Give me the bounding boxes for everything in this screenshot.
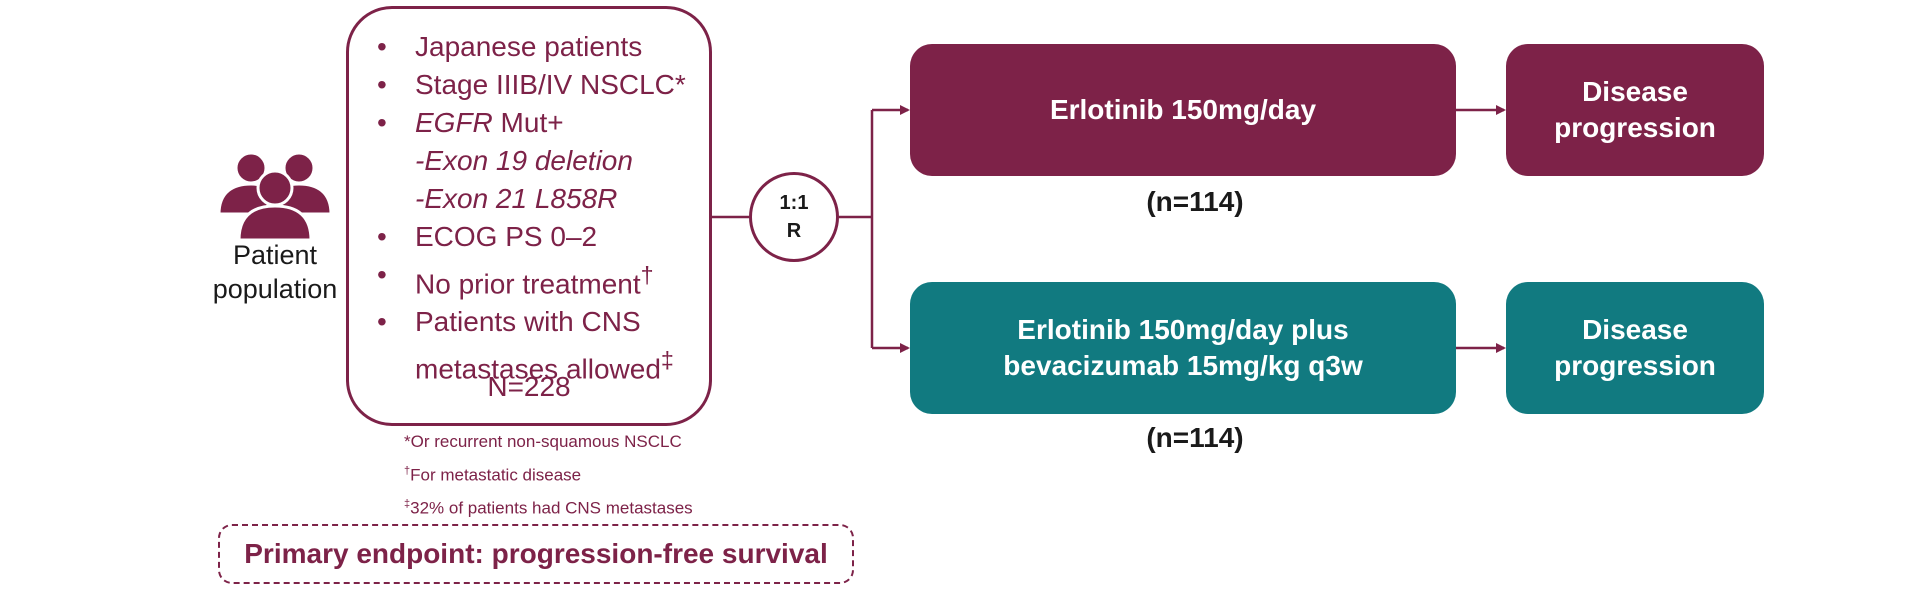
randomization-node: 1:1 R bbox=[749, 172, 839, 262]
criterion-japanese: • Japanese patients bbox=[373, 28, 713, 66]
inclusion-criteria-list: • Japanese patients • Stage IIIB/IV NSCLC*… bbox=[373, 28, 713, 389]
inclusion-criteria-box bbox=[346, 6, 712, 426]
randomization-label: R bbox=[786, 220, 802, 242]
patient-population-label: Patient population bbox=[195, 238, 355, 306]
bullet: • bbox=[377, 259, 387, 290]
footnotes: *Or recurrent non-squamous NSCLC †For me… bbox=[404, 428, 693, 523]
criterion-text: ECOG PS 0–2 bbox=[415, 221, 598, 252]
arm2-treatment-box: Erlotinib 150mg/day plus bevacizumab 15m… bbox=[910, 282, 1456, 414]
arm1-treatment-box: Erlotinib 150mg/day bbox=[910, 44, 1456, 176]
arm2-n: (n=114) bbox=[1146, 422, 1244, 453]
footnote-mark: ‡ bbox=[660, 347, 674, 374]
footnote-text: 32% of patients had CNS metastases bbox=[410, 498, 693, 518]
arm1-n: (n=114) bbox=[1146, 186, 1244, 217]
criterion-sub-exon21: -Exon 21 L858R bbox=[415, 183, 618, 214]
footnote-mark: ‡ bbox=[404, 497, 411, 510]
bullet: • bbox=[377, 31, 387, 62]
footnote-2: †For metastatic disease bbox=[404, 457, 693, 490]
footnote-1: *Or recurrent non-squamous NSCLC bbox=[404, 432, 682, 451]
criterion-text: Patients with CNS bbox=[415, 306, 641, 338]
criterion-stage: • Stage IIIB/IV NSCLC* bbox=[373, 66, 713, 104]
footnote-3: ‡32% of patients had CNS metastases bbox=[404, 490, 693, 523]
criterion-text: Mut+ bbox=[492, 107, 564, 138]
arm1-outcome-box: Disease progression bbox=[1506, 44, 1764, 176]
criterion-sub-exon19: -Exon 19 deletion bbox=[415, 145, 633, 176]
arm1-treatment-text: Erlotinib 150mg/day bbox=[1049, 94, 1317, 125]
arm1-outcome-line1: Disease bbox=[1582, 76, 1688, 107]
total-n: N=228 bbox=[487, 371, 571, 402]
criterion-text: metastases allowed bbox=[415, 353, 661, 385]
criterion-gene: EGFR bbox=[415, 107, 493, 138]
population-label-line2: population bbox=[212, 274, 338, 304]
criterion-text: Japanese patients bbox=[415, 31, 643, 62]
criterion-text: Stage IIIB/IV NSCLC* bbox=[415, 69, 686, 100]
criterion-text: No prior treatment bbox=[415, 268, 641, 300]
primary-endpoint-box: Primary endpoint: progression-free survi… bbox=[218, 524, 854, 584]
bullet: • bbox=[377, 107, 387, 138]
people-group-icon bbox=[217, 151, 333, 240]
randomization-ratio: 1:1 bbox=[779, 192, 809, 214]
population-label-line1: Patient bbox=[232, 240, 318, 270]
primary-endpoint-text: Primary endpoint: progression-free survi… bbox=[244, 538, 828, 569]
arm1-outcome-line2: progression bbox=[1554, 112, 1716, 143]
bullet: • bbox=[377, 69, 387, 100]
footnote-mark: † bbox=[404, 464, 411, 477]
bullet: • bbox=[377, 221, 387, 252]
arm2-treatment-line2: bevacizumab 15mg/kg q3w bbox=[1003, 350, 1363, 381]
criterion-no-prior-treatment: • No prior treatment† bbox=[373, 256, 713, 303]
footnote-mark: † bbox=[640, 262, 654, 288]
arm2-outcome-line1: Disease bbox=[1582, 314, 1688, 345]
arm2-outcome-line2: progression bbox=[1554, 350, 1716, 381]
arm2-outcome-box: Disease progression bbox=[1506, 282, 1764, 414]
footnote-text: For metastatic disease bbox=[410, 465, 582, 485]
criterion-ecog: • ECOG PS 0–2 bbox=[373, 218, 713, 256]
criterion-cns-metastases: • Patients with CNS metastases allowed‡ bbox=[373, 303, 713, 388]
bullet: • bbox=[377, 306, 387, 338]
criterion-egfr: • EGFR Mut+ -Exon 19 deletion -Exon 21 L8… bbox=[373, 104, 713, 218]
arm2-treatment-line1: Erlotinib 150mg/day plus bbox=[1017, 314, 1349, 345]
